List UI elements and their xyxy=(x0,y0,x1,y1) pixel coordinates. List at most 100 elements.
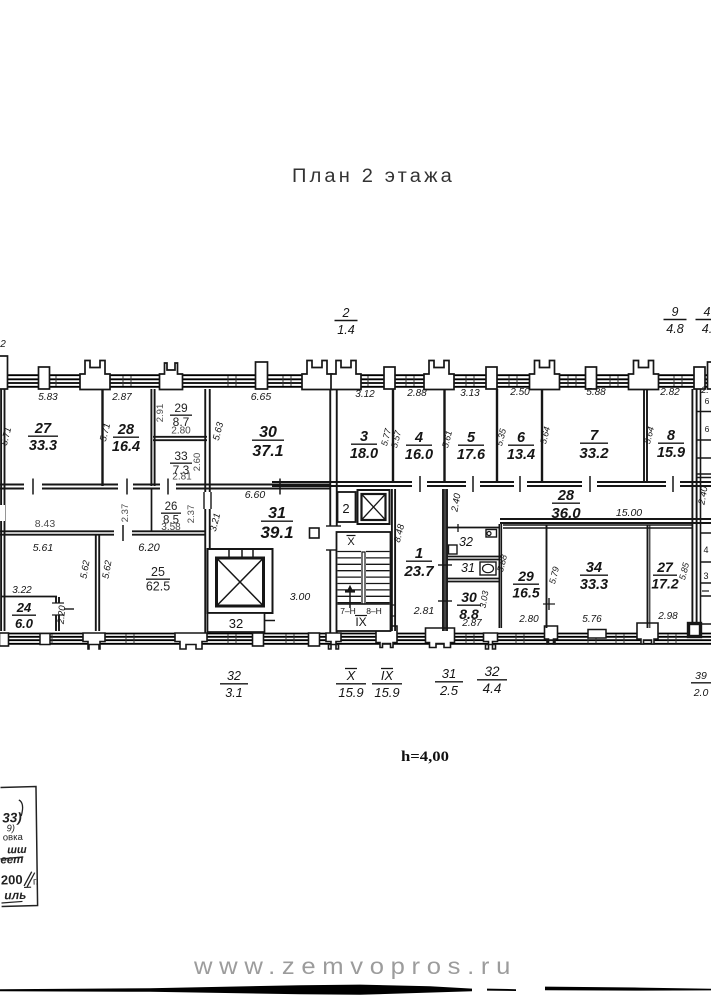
svg-text:32: 32 xyxy=(227,669,241,683)
svg-text:овка: овка xyxy=(3,832,24,844)
svg-text:5.71: 5.71 xyxy=(98,422,113,443)
svg-text:32: 32 xyxy=(459,535,473,549)
svg-text:2.60: 2.60 xyxy=(192,453,203,472)
svg-text:3.1: 3.1 xyxy=(225,686,242,700)
svg-text:2.40: 2.40 xyxy=(696,485,710,507)
svg-text:13.4: 13.4 xyxy=(507,447,535,463)
svg-text:1.4: 1.4 xyxy=(337,323,354,337)
svg-text:2.20: 2.20 xyxy=(56,604,69,625)
svg-text:2.82: 2.82 xyxy=(659,387,680,398)
svg-text:7.3: 7.3 xyxy=(173,463,190,477)
svg-text:26: 26 xyxy=(165,501,178,513)
svg-text:4: 4 xyxy=(703,545,708,555)
svg-text:2.5: 2.5 xyxy=(439,683,459,698)
svg-text:5.85: 5.85 xyxy=(677,561,691,581)
svg-text:IX: IX xyxy=(355,615,366,629)
svg-text:16.0: 16.0 xyxy=(405,447,433,463)
svg-text:2.91: 2.91 xyxy=(155,404,166,423)
svg-text:еет: еет xyxy=(0,854,23,867)
svg-text:34: 34 xyxy=(586,560,602,576)
svg-text:33): 33) xyxy=(2,810,22,826)
svg-text:23.7: 23.7 xyxy=(403,563,434,580)
svg-text:6.20: 6.20 xyxy=(138,542,160,554)
svg-text:29: 29 xyxy=(174,401,188,415)
svg-text:2: 2 xyxy=(0,339,6,350)
svg-text:2.81: 2.81 xyxy=(413,605,434,617)
svg-text:5.61: 5.61 xyxy=(33,542,53,554)
svg-text:27: 27 xyxy=(34,421,52,437)
svg-text:5.63: 5.63 xyxy=(211,420,226,441)
svg-text:39.1: 39.1 xyxy=(260,523,293,542)
svg-text:31: 31 xyxy=(461,561,475,575)
svg-text:15.9: 15.9 xyxy=(338,685,363,700)
svg-text:5.62: 5.62 xyxy=(79,559,93,580)
svg-text:30: 30 xyxy=(461,589,477,605)
svg-text:31: 31 xyxy=(268,505,286,522)
svg-text:3: 3 xyxy=(360,429,368,445)
svg-text:5.88: 5.88 xyxy=(586,387,606,398)
svg-text:5.64: 5.64 xyxy=(642,426,656,445)
svg-text:33.2: 33.2 xyxy=(579,445,609,462)
svg-text:33.3: 33.3 xyxy=(29,438,57,454)
svg-text:8.5: 8.5 xyxy=(163,515,179,527)
svg-text:IX: IX xyxy=(381,668,395,683)
svg-text:8.43: 8.43 xyxy=(35,518,56,530)
svg-text:4.4: 4.4 xyxy=(483,681,502,696)
svg-text:15.9: 15.9 xyxy=(657,445,685,461)
svg-text:2.37: 2.37 xyxy=(186,505,197,524)
svg-text:План 2 этажа: План 2 этажа xyxy=(292,166,455,187)
svg-text:39: 39 xyxy=(695,670,707,682)
svg-text:шш: шш xyxy=(7,844,27,857)
svg-text:2.87: 2.87 xyxy=(111,392,132,403)
svg-text:8.48: 8.48 xyxy=(392,522,407,543)
svg-text:5.88: 5.88 xyxy=(495,554,509,573)
svg-text:8.8: 8.8 xyxy=(459,606,479,622)
svg-text:4.8: 4.8 xyxy=(666,322,683,336)
svg-text:4.: 4. xyxy=(702,322,711,336)
svg-text:X: X xyxy=(346,668,357,683)
svg-text:5.76: 5.76 xyxy=(582,614,602,625)
svg-text:33: 33 xyxy=(174,449,188,463)
svg-text:5.64: 5.64 xyxy=(538,426,552,445)
svg-text:2.50: 2.50 xyxy=(509,387,530,398)
svg-text:5.62: 5.62 xyxy=(101,559,115,580)
svg-text:иль: иль xyxy=(4,888,26,903)
svg-text:www.zemvopros.ru: www.zemvopros.ru xyxy=(193,953,517,979)
svg-text:6.65: 6.65 xyxy=(251,391,272,403)
svg-text:25: 25 xyxy=(151,565,165,579)
svg-text:15.00: 15.00 xyxy=(616,507,642,519)
svg-text:1: 1 xyxy=(415,545,423,562)
svg-text:5.83: 5.83 xyxy=(38,392,58,403)
svg-text:6: 6 xyxy=(517,430,526,446)
svg-text:17.2: 17.2 xyxy=(651,576,678,592)
svg-text:30: 30 xyxy=(259,424,277,441)
svg-text:15.9: 15.9 xyxy=(374,685,399,700)
svg-text:200: 200 xyxy=(1,872,23,888)
svg-text:37.1: 37.1 xyxy=(252,443,283,460)
svg-text:2.88: 2.88 xyxy=(406,388,427,399)
svg-text:31: 31 xyxy=(442,666,456,681)
svg-text:28: 28 xyxy=(557,488,575,504)
svg-text:3.12: 3.12 xyxy=(355,389,375,400)
svg-text:2.81: 2.81 xyxy=(172,472,192,483)
svg-text:29: 29 xyxy=(517,568,534,584)
svg-text:36.0: 36.0 xyxy=(551,505,581,522)
svg-text:5.79: 5.79 xyxy=(547,566,561,585)
svg-text:62.5: 62.5 xyxy=(146,580,170,594)
svg-text:2.40: 2.40 xyxy=(449,492,463,514)
svg-text:7: 7 xyxy=(590,427,599,444)
svg-text:5: 5 xyxy=(467,430,476,446)
svg-text:8–Н: 8–Н xyxy=(366,606,382,616)
svg-text:3: 3 xyxy=(703,571,708,581)
svg-text:3.22: 3.22 xyxy=(12,585,32,596)
svg-text:6: 6 xyxy=(705,424,710,434)
svg-text:33.3: 33.3 xyxy=(580,577,608,593)
svg-text:2.80: 2.80 xyxy=(171,426,191,437)
svg-text:2.87: 2.87 xyxy=(461,618,482,629)
svg-text:8: 8 xyxy=(667,428,676,444)
svg-text:5.35: 5.35 xyxy=(494,427,508,447)
svg-text:16.5: 16.5 xyxy=(512,585,539,601)
svg-text:6.0: 6.0 xyxy=(15,616,34,631)
svg-text:9: 9 xyxy=(672,305,679,319)
svg-text:2.80: 2.80 xyxy=(518,614,539,625)
